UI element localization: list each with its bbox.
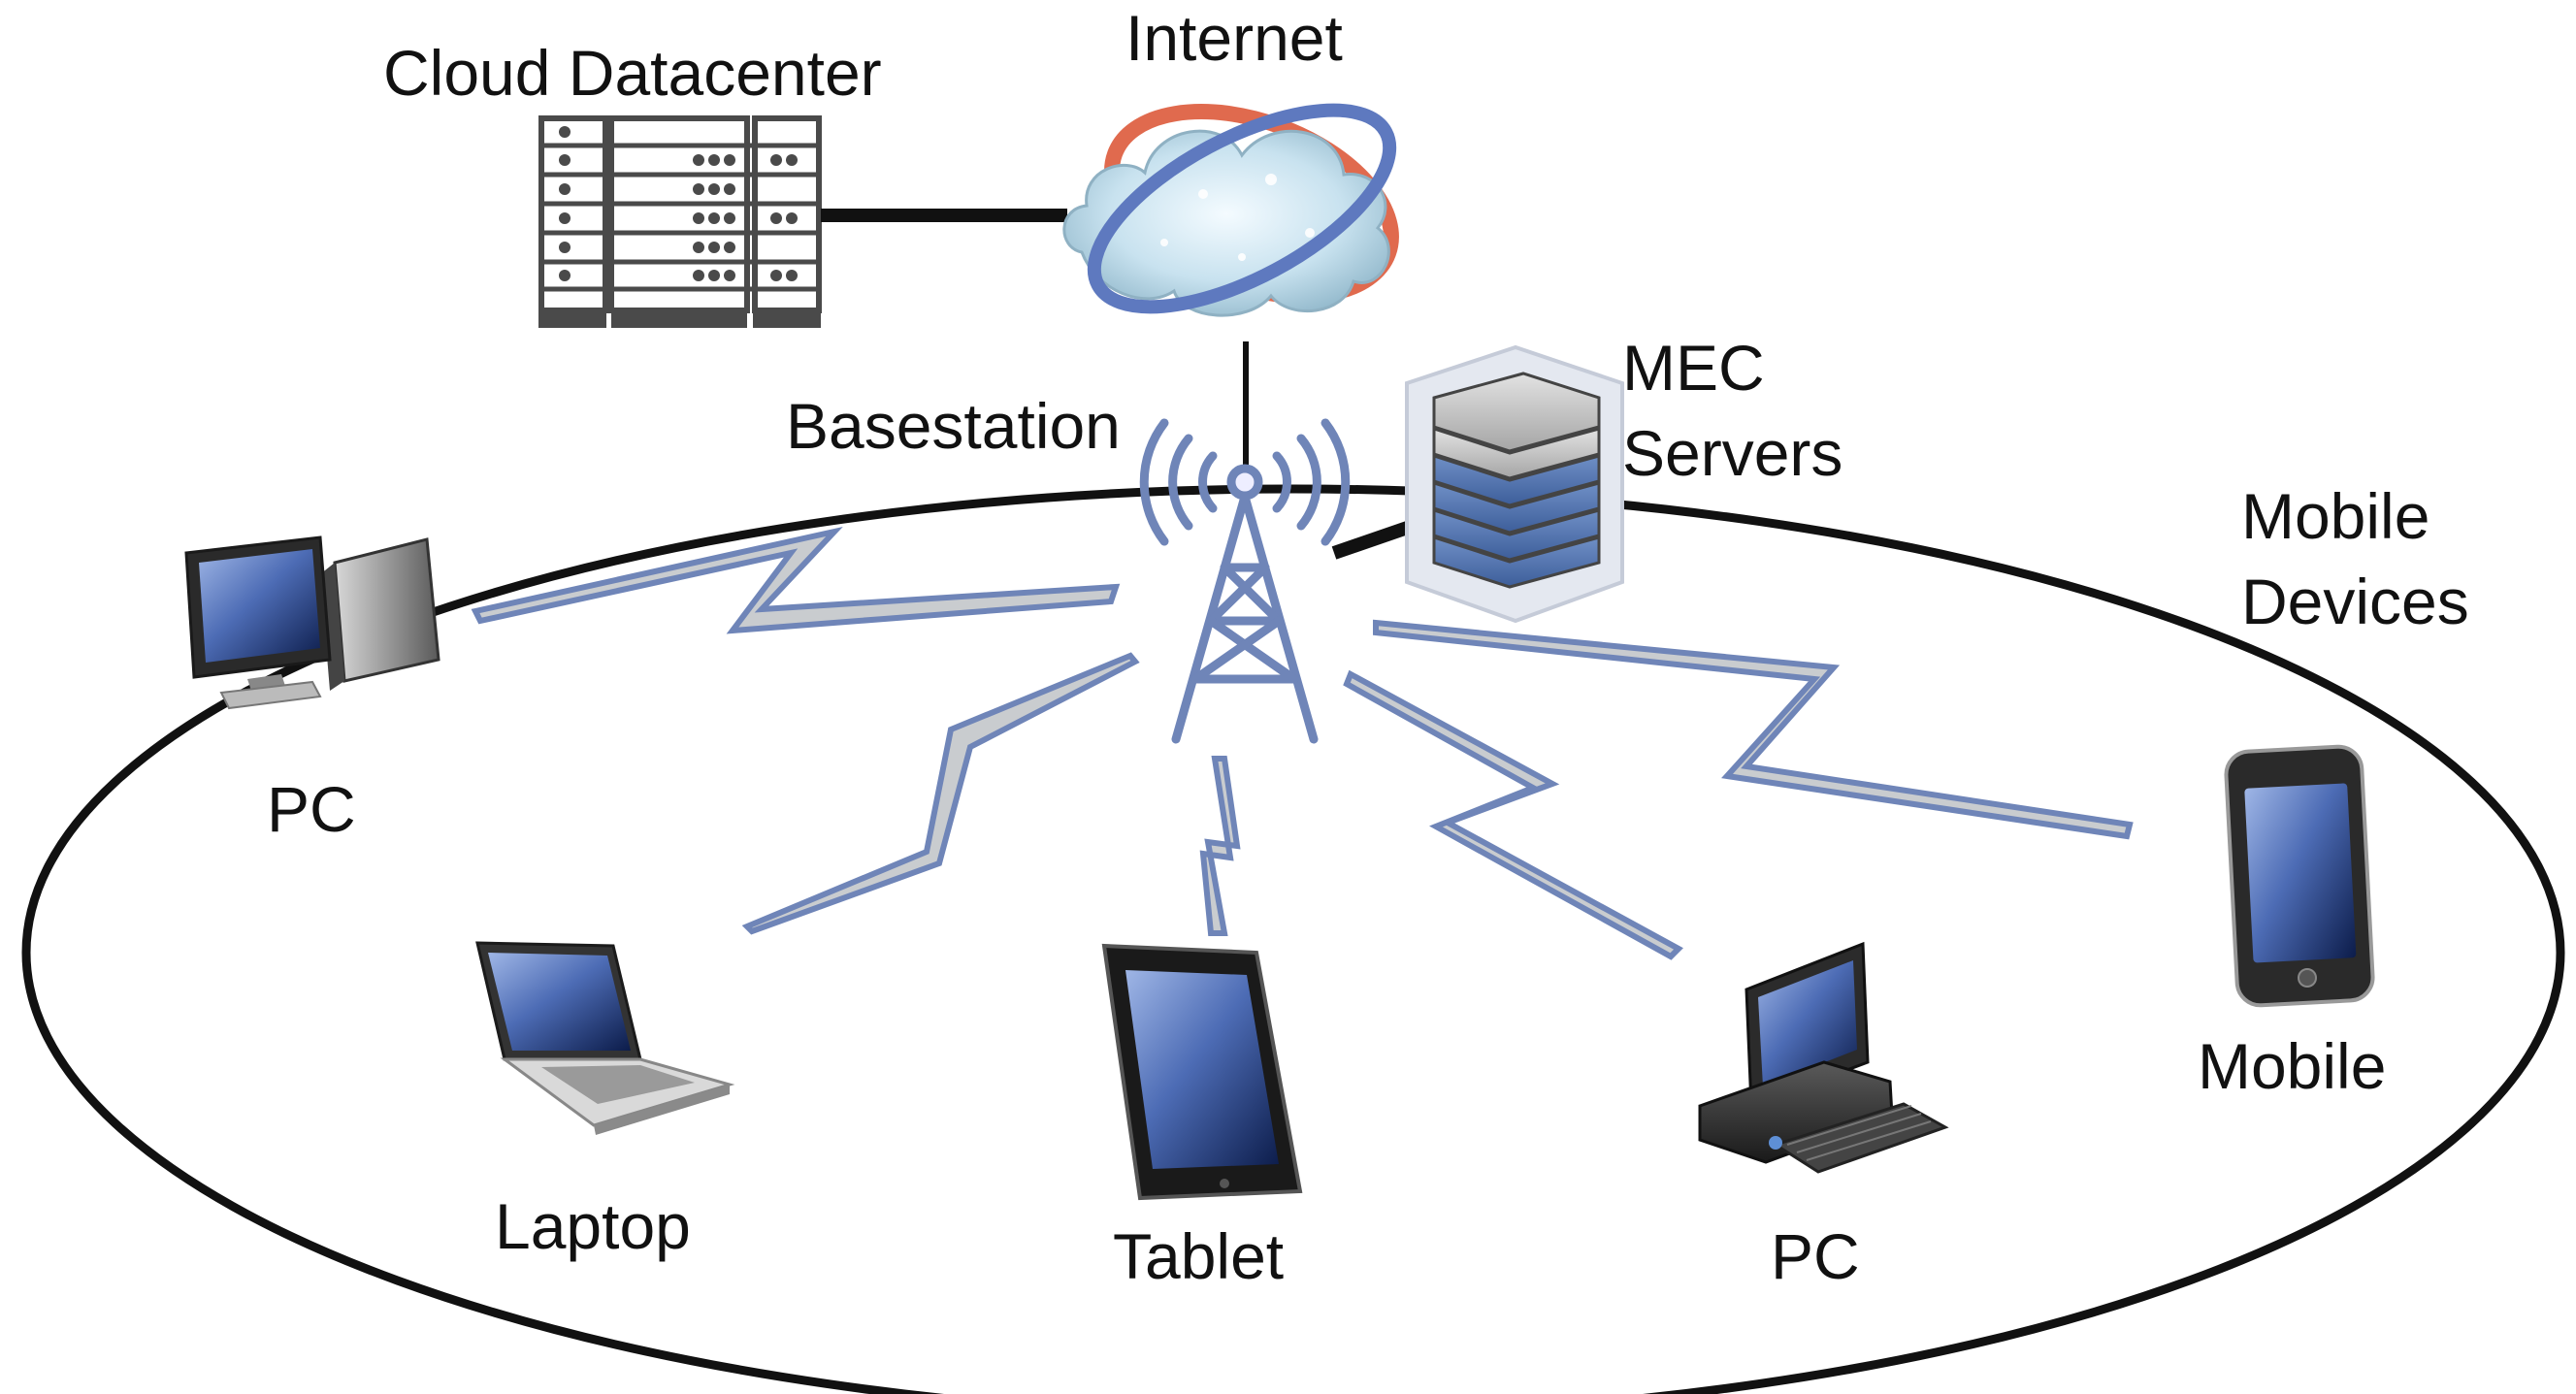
tablet-label: Tablet [1113, 1220, 1284, 1292]
pc-left-label: PC [267, 773, 356, 845]
mec-basestation-link [1331, 517, 1421, 560]
mobile-devices-label-line2: Devices [2241, 566, 2469, 637]
tablet-icon [1101, 943, 1303, 1201]
internet-cloud-icon [1062, 103, 1399, 317]
wireless-link-laptop [741, 652, 1140, 935]
mobile-phone-icon [2224, 744, 2375, 1008]
mobile-label: Mobile [2198, 1030, 2386, 1102]
pc-left-icon [184, 535, 440, 710]
mec-servers-label-line2: Servers [1622, 417, 1842, 489]
wireless-link-pc-right [1343, 669, 1683, 960]
wireless-links [471, 526, 2134, 960]
mec-servers-label-line1: MEC [1622, 332, 1765, 404]
cloud-datacenter-label: Cloud Datacenter [383, 37, 882, 109]
wireless-link-tablet [1199, 756, 1241, 936]
datacenter-rack-icon [538, 115, 822, 328]
mobile-devices-label-line1: Mobile [2241, 480, 2429, 552]
wireless-link-mobile [1373, 619, 2134, 840]
internet-label: Internet [1125, 2, 1343, 74]
laptop-icon [475, 941, 735, 1135]
pc-right-label: PC [1771, 1220, 1860, 1292]
basestation-label: Basestation [786, 390, 1121, 462]
mec-server-icon [1405, 344, 1624, 624]
basestation-tower-icon [1139, 418, 1351, 744]
laptop-label: Laptop [495, 1190, 691, 1262]
pc-right-icon [1698, 941, 1949, 1174]
wireless-link-pc-left [471, 526, 1121, 634]
mobile-area-boundary [21, 484, 2565, 1394]
